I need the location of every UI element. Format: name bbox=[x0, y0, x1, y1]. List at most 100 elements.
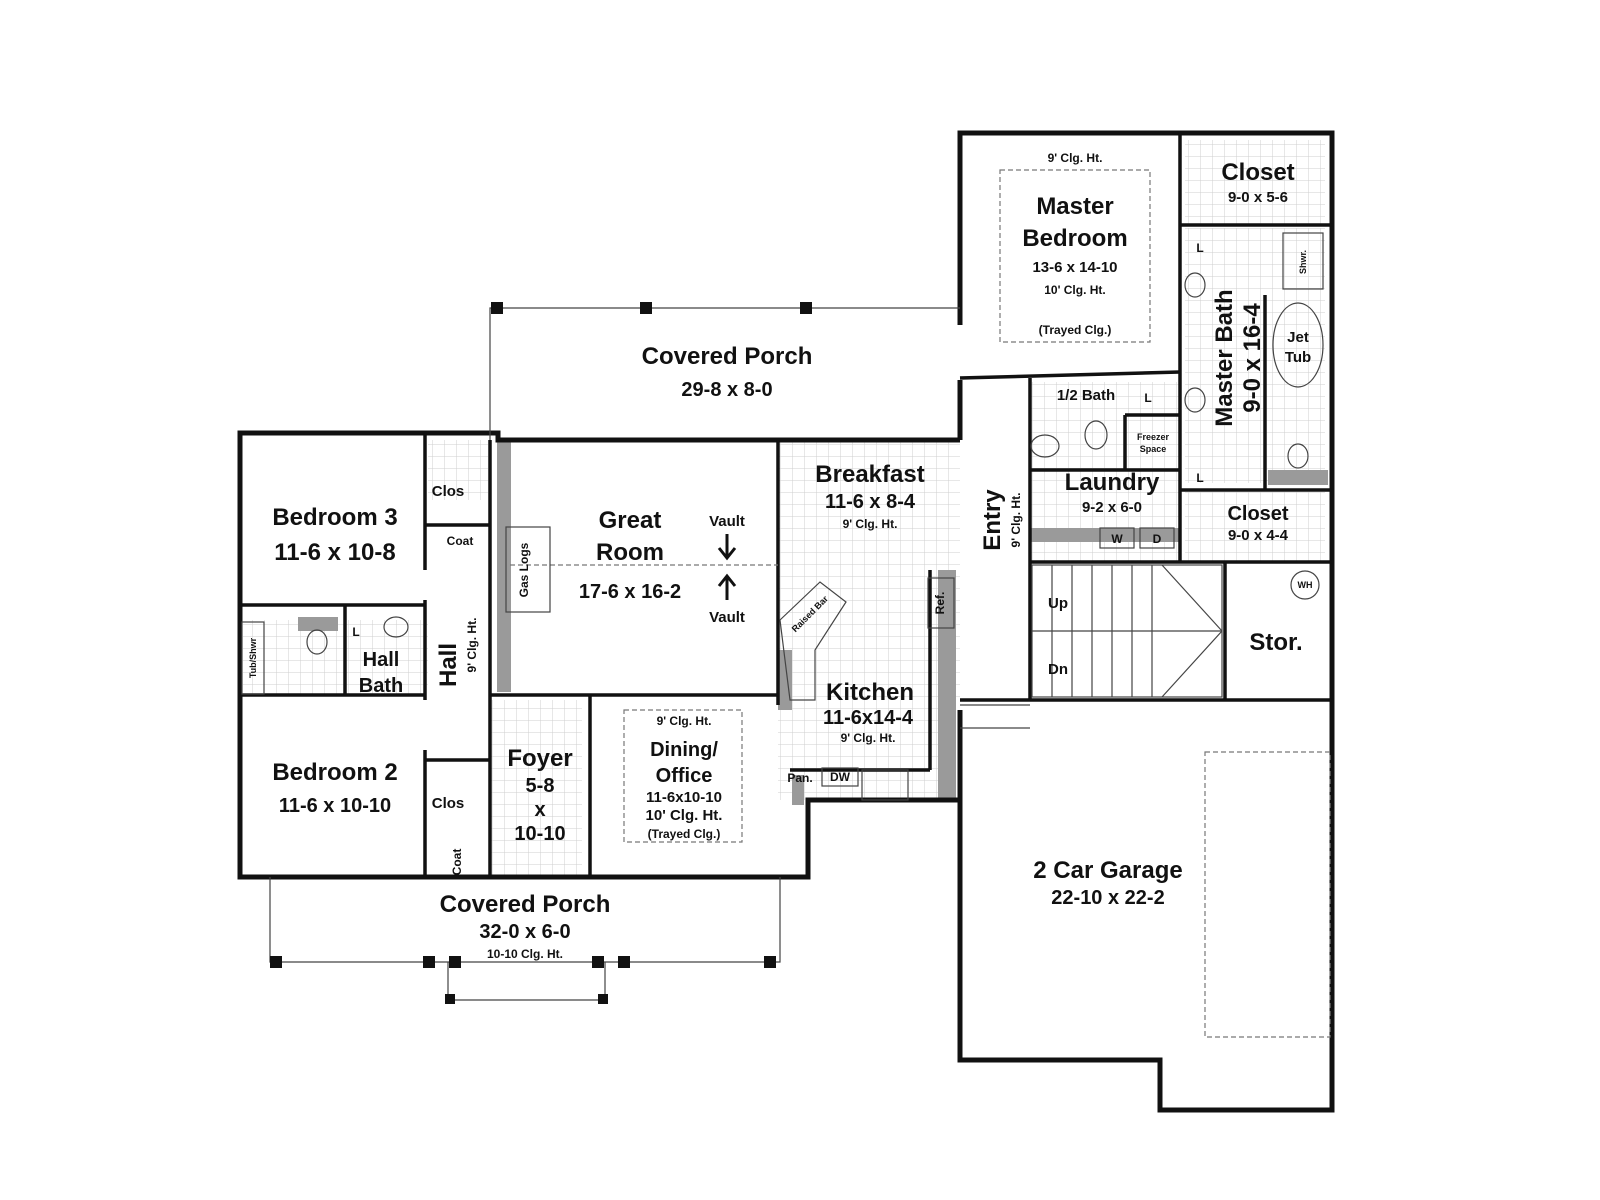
pan-label: Pan. bbox=[787, 771, 812, 785]
half-bath-lav-label: L bbox=[1144, 391, 1151, 405]
storage-label: Stor. bbox=[1249, 629, 1302, 656]
gas-logs-label: Gas Logs bbox=[517, 542, 531, 597]
master-clg-top: 9' Clg. Ht. bbox=[1048, 151, 1103, 165]
bedroom3-label: Bedroom 3 11-6 x 10-8 bbox=[272, 504, 397, 566]
breakfast-dims: 11-6 x 8-4 bbox=[825, 491, 916, 513]
dining-clg: 10' Clg. Ht. bbox=[646, 807, 723, 824]
breakfast-label: Breakfast 11-6 x 8-4 9' Clg. Ht. bbox=[815, 461, 924, 531]
covered-porch-front-name: Covered Porch bbox=[440, 891, 611, 918]
closet-upper-label: Closet 9-0 x 5-6 bbox=[1221, 159, 1294, 206]
dw-label: DW bbox=[830, 770, 851, 784]
great-room-line2: Room bbox=[596, 539, 664, 566]
hall-label: Hall 9' Clg. Ht. bbox=[435, 618, 479, 687]
laundry-label: Laundry 9-2 x 6-0 W D bbox=[1065, 469, 1162, 546]
laundry-name: Laundry bbox=[1065, 469, 1160, 496]
clos-b3-label: Clos bbox=[432, 483, 465, 500]
entry-name: Entry bbox=[979, 489, 1006, 551]
half-bath-name: 1/2 Bath bbox=[1057, 387, 1115, 404]
master-bath-lav2-label: L bbox=[1196, 471, 1203, 485]
master-line1: Master bbox=[1036, 193, 1113, 220]
entry-clg: 9' Clg. Ht. bbox=[1009, 493, 1023, 548]
master-bath-label: Master Bath 9-0 x 16-4 Shwr. Jet Tub L L bbox=[1196, 241, 1311, 485]
entry-label: Entry 9' Clg. Ht. bbox=[979, 489, 1023, 551]
foyer-d3: 10-10 bbox=[514, 823, 565, 845]
hall-bath-line1: Hall bbox=[363, 649, 400, 671]
water-heater-label: WH bbox=[1298, 580, 1313, 590]
dining-line1: Dining/ bbox=[650, 739, 718, 761]
closet-lower-name: Closet bbox=[1227, 503, 1288, 525]
covered-porch-front-label: Covered Porch 32-0 x 6-0 10-10 Clg. Ht. bbox=[440, 891, 611, 961]
dryer-label: D bbox=[1153, 532, 1162, 546]
tile-floors bbox=[243, 140, 1325, 875]
garage-label: 2 Car Garage 22-10 x 22-2 bbox=[1033, 857, 1182, 909]
master-dims: 13-6 x 14-10 bbox=[1032, 259, 1117, 276]
covered-porch-rear-name: Covered Porch bbox=[642, 343, 813, 370]
bedroom3-dims: 11-6 x 10-8 bbox=[274, 539, 395, 566]
fixtures bbox=[241, 169, 1324, 843]
foyer-d1: 5-8 bbox=[526, 775, 555, 797]
hall-bath-label: Hall Bath Tub/Shwr L bbox=[248, 625, 403, 697]
bedroom2-label: Bedroom 2 11-6 x 10-10 bbox=[272, 759, 397, 817]
vault-up-arrow-icon bbox=[717, 573, 737, 600]
kitchen-name: Kitchen bbox=[826, 679, 914, 706]
freezer-label: Freezer Space bbox=[1137, 432, 1170, 454]
dining-trayed: (Trayed Clg.) bbox=[648, 827, 721, 841]
exterior-walls bbox=[237, 130, 1335, 1113]
washer-label: W bbox=[1111, 532, 1123, 546]
freezer-line2: Space bbox=[1140, 444, 1167, 454]
master-clg: 10' Clg. Ht. bbox=[1044, 283, 1106, 297]
great-room-line1: Great bbox=[599, 507, 662, 534]
porch-outlines bbox=[269, 307, 1331, 1038]
master-bath-name: Master Bath bbox=[1211, 289, 1238, 426]
laundry-dims: 9-2 x 6-0 bbox=[1082, 499, 1142, 516]
coat-lower-label: Coat bbox=[450, 849, 464, 876]
foyer-name: Foyer bbox=[507, 745, 572, 772]
closet-lower-label: Closet 9-0 x 4-4 bbox=[1227, 503, 1288, 544]
foyer-d2: x bbox=[534, 799, 545, 821]
vault-bottom-label: Vault bbox=[709, 609, 745, 626]
garage-dims: 22-10 x 22-2 bbox=[1051, 887, 1164, 909]
freezer-line1: Freezer bbox=[1137, 432, 1170, 442]
kitchen-label: Kitchen 11-6x14-4 9' Clg. Ht. bbox=[823, 679, 914, 745]
hall-bath-lav-label: L bbox=[352, 625, 359, 639]
great-room-label: Great Room 17-6 x 16-2 Vault Vault bbox=[579, 507, 745, 626]
covered-porch-front-dims: 32-0 x 6-0 bbox=[479, 921, 570, 943]
jet-tub-line2: Tub bbox=[1285, 349, 1311, 366]
vault-top-label: Vault bbox=[709, 513, 745, 530]
stairs bbox=[1031, 564, 1223, 698]
closet-upper-name: Closet bbox=[1221, 159, 1294, 186]
dining-line2: Office bbox=[656, 765, 713, 787]
coat-upper-label: Coat bbox=[447, 534, 474, 548]
bedroom2-name: Bedroom 2 bbox=[272, 759, 397, 786]
shwr-label: Shwr. bbox=[1298, 250, 1308, 274]
covered-porch-rear-label: Covered Porch 29-8 x 8-0 bbox=[642, 343, 813, 401]
master-bath-lav1-label: L bbox=[1196, 241, 1203, 255]
vault-down-arrow-icon bbox=[717, 534, 737, 561]
garage-name: 2 Car Garage bbox=[1033, 857, 1182, 884]
covered-porch-front-clg: 10-10 Clg. Ht. bbox=[487, 947, 563, 961]
kitchen-clg: 9' Clg. Ht. bbox=[841, 731, 896, 745]
stairs-up-label: Up bbox=[1048, 595, 1068, 612]
master-bath-dims: 9-0 x 16-4 bbox=[1239, 303, 1266, 413]
foyer-label: Foyer 5-8 x 10-10 bbox=[507, 745, 572, 845]
breakfast-name: Breakfast bbox=[815, 461, 924, 488]
dining-clg-top: 9' Clg. Ht. bbox=[657, 714, 712, 728]
hall-name: Hall bbox=[435, 643, 462, 687]
dining-label: 9' Clg. Ht. Dining/ Office 11-6x10-10 10… bbox=[646, 714, 723, 841]
breakfast-clg: 9' Clg. Ht. bbox=[843, 517, 898, 531]
hall-bath-line2: Bath bbox=[359, 675, 403, 697]
half-bath-label: 1/2 Bath L bbox=[1057, 387, 1152, 405]
bedroom3-name: Bedroom 3 bbox=[272, 504, 397, 531]
interior-walls bbox=[240, 133, 1332, 877]
closet-upper-dims: 9-0 x 5-6 bbox=[1228, 189, 1288, 206]
ref-label: Ref. bbox=[933, 592, 947, 615]
covered-porch-rear-dims: 29-8 x 8-0 bbox=[681, 379, 772, 401]
clos-b2-label: Clos bbox=[432, 795, 465, 812]
porch-posts bbox=[270, 302, 812, 1004]
master-bedroom-label: 9' Clg. Ht. Master Bedroom 13-6 x 14-10 … bbox=[1022, 151, 1127, 337]
master-trayed: (Trayed Clg.) bbox=[1039, 323, 1112, 337]
dining-dims: 11-6x10-10 bbox=[646, 789, 722, 806]
closet-lower-dims: 9-0 x 4-4 bbox=[1228, 527, 1289, 544]
jet-tub-line1: Jet bbox=[1287, 329, 1309, 346]
